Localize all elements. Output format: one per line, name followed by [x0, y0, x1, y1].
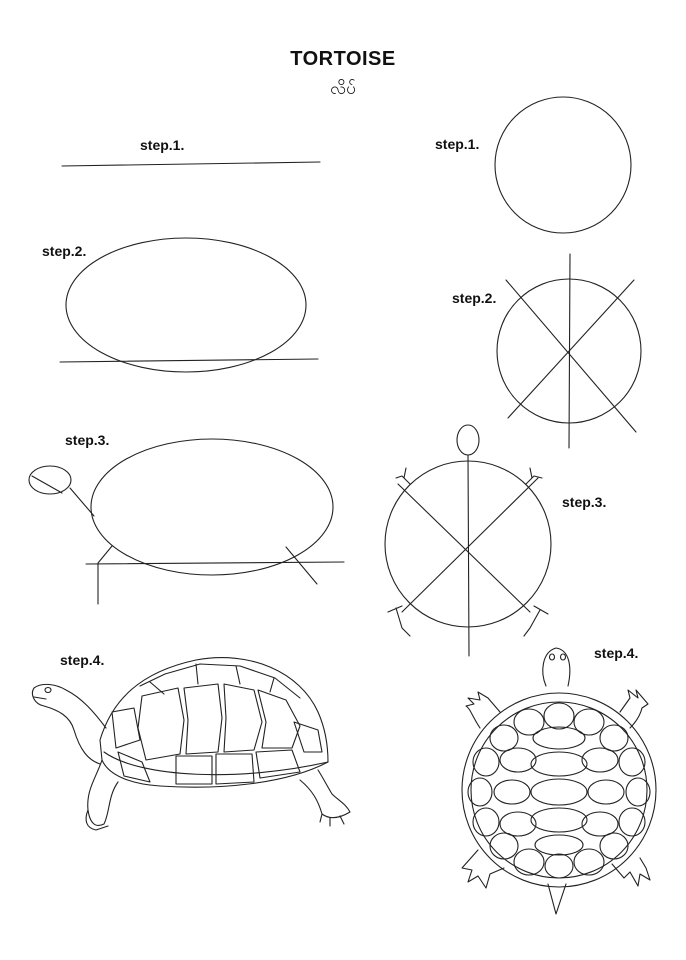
back-left-leg: [387, 605, 411, 637]
left-step-4-drawing: [31, 657, 351, 831]
rim-scute: [513, 708, 545, 736]
rim-scute: [467, 777, 493, 807]
diagonal-2: [507, 279, 635, 419]
rim-scute: [544, 853, 574, 879]
scute-3: [223, 683, 263, 753]
left-step-2-label: step.2.: [42, 243, 87, 259]
rim-scute: [489, 832, 519, 860]
mid-scute: [587, 779, 625, 805]
right-step-1-drawing: [494, 96, 632, 234]
mid-scute: [493, 779, 531, 805]
front-leg: [87, 759, 119, 827]
page-subtitle: လိပ်: [330, 79, 356, 99]
head-oval: [456, 424, 480, 456]
eye: [44, 686, 52, 694]
shell-row-top: [139, 663, 301, 699]
front-foot: [85, 809, 109, 831]
diagonal-1: [397, 483, 531, 613]
left-step-4-label: step.4.: [60, 652, 105, 668]
mouth: [33, 696, 47, 700]
head-neck: [31, 683, 107, 765]
rim-scute: [513, 848, 545, 876]
mid-scute: [499, 811, 537, 837]
mid-scute: [581, 747, 619, 773]
left-step-1-label: step.1.: [140, 137, 185, 153]
back-leg: [299, 769, 351, 819]
rim-scute: [573, 848, 605, 876]
right-step-2-label: step.2.: [452, 290, 497, 306]
spine-line: [467, 454, 470, 657]
left-step-3-label: step.3.: [65, 432, 110, 448]
ground-line: [85, 561, 345, 565]
left-step-2-drawing: [59, 237, 319, 373]
scute-2: [183, 683, 223, 755]
front-right-leg: [525, 467, 543, 485]
back-left-flipper: [461, 849, 505, 889]
front-left-leg: [395, 467, 411, 485]
right-step-3-label: step.3.: [562, 494, 607, 510]
head-oval: [28, 465, 72, 495]
scute-top-row: [149, 663, 275, 695]
right-step-1-label: step.1.: [435, 136, 480, 152]
front-leg-guide: [97, 545, 113, 605]
ground-line: [59, 358, 319, 363]
back-right-leg: [523, 605, 549, 637]
mid-scute: [499, 747, 537, 773]
head: [542, 647, 571, 687]
diagonal-2: [401, 477, 539, 613]
left-eye: [548, 653, 556, 661]
neck-line: [69, 487, 95, 517]
scute-8: [111, 707, 141, 749]
center-scute: [530, 751, 588, 777]
shell-circle: [494, 96, 632, 234]
rim-scute: [618, 747, 646, 777]
ground-line: [61, 161, 321, 167]
rim-scute: [599, 724, 629, 752]
left-step-3-drawing: [28, 438, 345, 605]
shell-oval: [65, 237, 307, 373]
center-scute: [532, 726, 586, 750]
front-left-flipper: [465, 691, 501, 729]
right-step-2-drawing: [496, 253, 642, 449]
rim-scute: [489, 724, 519, 752]
scute-5: [175, 755, 213, 785]
scute-4: [257, 689, 301, 749]
front-right-flipper: [619, 689, 649, 729]
diagonal-1: [505, 279, 637, 433]
rim-scute: [599, 832, 629, 860]
shell-inner: [470, 701, 648, 879]
page-title: TORTOISE: [290, 48, 396, 70]
left-step-1-drawing: [61, 161, 321, 167]
shell-outline: [99, 657, 329, 788]
head-guide: [31, 475, 63, 494]
shell-outer: [461, 692, 657, 888]
rim-scute: [472, 807, 500, 837]
scute-1: [137, 687, 185, 761]
center-scute: [534, 834, 584, 856]
right-step-3-drawing: [384, 424, 552, 657]
center-scute: [530, 807, 588, 833]
mid-scute: [581, 811, 619, 837]
rim-scute: [543, 702, 575, 730]
rim-scute: [573, 708, 605, 736]
rim-scute: [625, 777, 651, 807]
scute-10: [293, 721, 323, 753]
rim-scute: [618, 807, 646, 837]
rim-scute: [472, 747, 500, 777]
back-right-flipper: [611, 857, 651, 887]
right-eye: [559, 653, 567, 661]
scute-9: [117, 751, 151, 783]
scute-7: [255, 749, 301, 779]
center-scute: [530, 778, 588, 806]
scute-6: [215, 753, 255, 785]
back-leg-guide: [285, 546, 318, 585]
right-step-4-drawing: [461, 647, 657, 915]
tail: [547, 883, 567, 915]
right-step-4-label: step.4.: [594, 645, 639, 661]
back-claws: [319, 813, 345, 827]
shell-oval: [90, 438, 334, 576]
